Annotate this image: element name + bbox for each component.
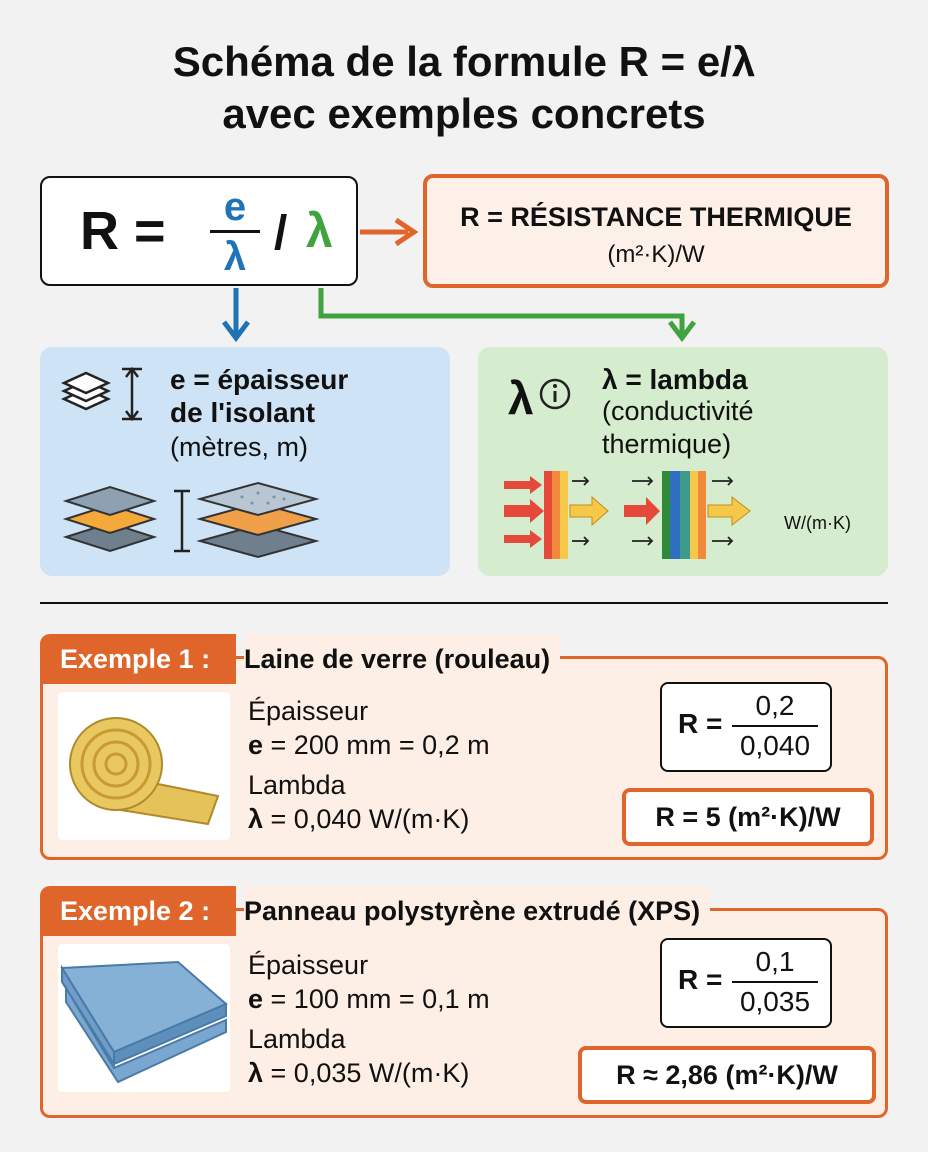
example-1-thickness: e = 200 mm = 0,2 m [248, 728, 490, 762]
example-1-calc-numerator: 0,2 [755, 690, 795, 721]
example-2-calculation: R = 0,1 0,035 [660, 938, 832, 1028]
example-1-lambda: λ = 0,040 W/(m·K) [248, 802, 490, 836]
xps-panel-image [58, 944, 230, 1092]
lambda-line-3: thermique) [602, 429, 732, 459]
example-2-details: Épaisseur e = 100 mm = 0,1 m Lambda λ = … [248, 948, 490, 1090]
section-divider [40, 602, 888, 604]
glass-wool-roll-image [58, 692, 230, 840]
heat-flow-illustration [504, 471, 751, 559]
lambda-line-2: (conductivité [602, 396, 754, 426]
arrow-to-resistance [360, 217, 419, 247]
formula-lambda-green: λ [306, 205, 333, 258]
lambda-symbol: λ [508, 372, 534, 424]
example-1-label-bg [40, 634, 236, 684]
example-1-lambda-label: Lambda [248, 770, 346, 800]
formula-slash: / [274, 207, 288, 260]
example-2-calc-r: R = [678, 964, 723, 995]
example-1-calc-bar [732, 725, 818, 727]
resistance-definition-box: R = RÉSISTANCE THERMIQUE (m²·K)/W [423, 174, 889, 288]
example-1-calc-fraction: 0,2 0,040 [732, 690, 818, 762]
example-2-thickness-label: Épaisseur [248, 950, 369, 980]
example-1-calc-denominator: 0,040 [739, 730, 811, 761]
example-1-thickness-label: Épaisseur [248, 696, 369, 726]
formula-lambda: λ [223, 235, 247, 279]
thickness-line-1: e = épaisseur [170, 364, 349, 395]
example-1-lambda-value: = 0,040 W/(m·K) [263, 804, 470, 834]
example-1-name: Laine de verre (rouleau) [244, 634, 561, 684]
info-icon [539, 378, 571, 410]
resistance-unit: (m²·K)/W [607, 241, 705, 268]
insulation-layers-illustration [62, 481, 320, 559]
example-2-label-bg [40, 886, 236, 936]
example-1-label: Exemple 1 : [60, 644, 211, 674]
example-2-calc-bar [732, 981, 818, 983]
lambda-panel: λ λ = lambda (conductivité thermique) [478, 347, 888, 576]
example-1-thickness-value: = 200 mm = 0,2 m [263, 730, 490, 760]
formula-e: e [223, 185, 247, 229]
thickness-line-2: de l'isolant [170, 397, 316, 428]
example-2-lambda-symbol: λ [248, 1058, 264, 1088]
example-2-lambda-value: = 0,035 W/(m·K) [263, 1058, 470, 1088]
lambda-title: λ = lambda [602, 364, 748, 395]
lambda-description: (conductivité thermique) [602, 395, 872, 461]
example-2-calc-fraction: 0,1 0,035 [732, 946, 818, 1018]
example-1-result: R = 5 (m²·K)/W [622, 788, 874, 846]
formula-fraction: e λ [210, 186, 260, 277]
formula-fraction-bar [210, 230, 260, 233]
example-2-name: Panneau polystyrène extrudé (XPS) [244, 886, 711, 936]
example-2-calc-denominator: 0,035 [739, 986, 811, 1017]
example-2-lambda-label: Lambda [248, 1024, 346, 1054]
example-2-thickness-value: = 100 mm = 0,1 m [263, 984, 490, 1014]
lambda-unit: W/(m·K) [784, 513, 851, 533]
example-1-calculation: R = 0,2 0,040 [660, 682, 832, 772]
example-2-lambda: λ = 0,035 W/(m·K) [248, 1056, 490, 1090]
title-line-2: avec exemples concrets [222, 90, 706, 137]
arrow-to-thickness [222, 288, 250, 343]
thickness-title: e = épaisseur de l'isolant [170, 363, 348, 429]
resistance-title: R = RÉSISTANCE THERMIQUE [460, 202, 852, 232]
example-2-thickness: e = 100 mm = 0,1 m [248, 982, 490, 1016]
example-1-calc-r: R = [678, 708, 723, 739]
example-1-thickness-symbol: e [248, 730, 264, 760]
example-2-label: Exemple 2 : [60, 896, 211, 926]
example-1-lambda-symbol: λ [248, 804, 264, 834]
example-2-result: R ≈ 2,86 (m²·K)/W [578, 1046, 876, 1104]
glass-wool-roll-icon [69, 717, 220, 826]
thickness-unit: (mètres, m) [170, 432, 308, 462]
page-title: Schéma de la formule R = e/λ avec exempl… [0, 36, 928, 140]
formula-box: R = e λ / λ [40, 176, 358, 286]
title-line-1: Schéma de la formule R = e/λ [172, 38, 756, 85]
layers-icon [60, 366, 142, 422]
formula-r-equals: R = [80, 201, 166, 261]
thickness-panel: e = épaisseur de l'isolant (mètres, m) [40, 347, 450, 576]
example-2-thickness-symbol: e [248, 984, 264, 1014]
arrow-to-lambda [318, 288, 696, 343]
connector-arrows [222, 217, 696, 343]
example-2-calc-numerator: 0,1 [755, 946, 795, 977]
example-1-details: Épaisseur e = 200 mm = 0,2 m Lambda λ = … [248, 694, 490, 836]
xps-panel-icon [60, 960, 228, 1084]
